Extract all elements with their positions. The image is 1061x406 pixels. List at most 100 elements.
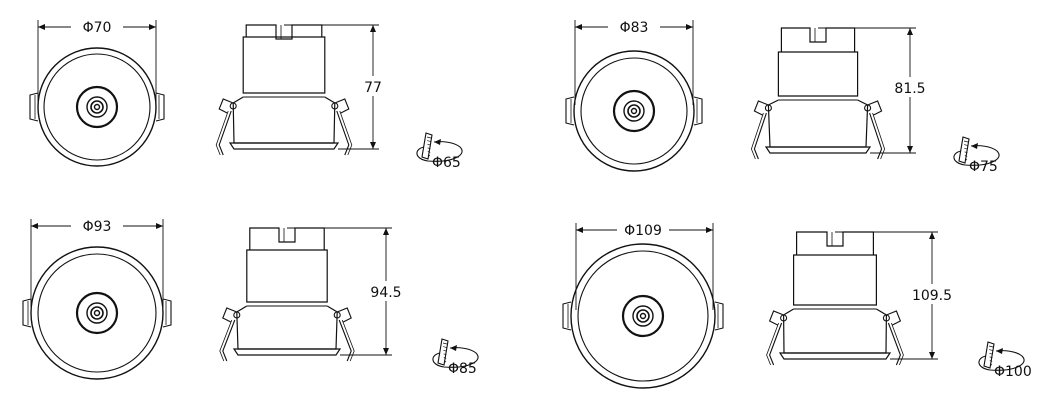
spring-clip <box>714 301 724 331</box>
height-label: 94.5 <box>370 285 401 301</box>
spring-clip <box>693 96 703 126</box>
driver-body <box>246 249 328 303</box>
height-dimension: 77 <box>284 24 382 150</box>
reflector <box>232 96 336 144</box>
reflector <box>767 99 869 148</box>
side-view <box>766 231 904 366</box>
led-core <box>90 306 104 320</box>
clip-arm <box>222 319 236 362</box>
driver-cap <box>796 231 874 255</box>
trim-ring-outer <box>570 243 716 389</box>
clip-spring <box>753 100 769 116</box>
lens-ring <box>612 89 656 133</box>
top-view <box>562 243 724 389</box>
height-dimension: 109.5 <box>835 231 952 360</box>
top-view <box>565 50 703 172</box>
trim-rim <box>764 146 872 154</box>
side-view <box>750 27 886 160</box>
diameter-label: Φ109 <box>624 223 662 239</box>
clip-spring <box>867 100 883 116</box>
cut-arc <box>416 141 463 162</box>
side-view <box>215 24 353 156</box>
led-core <box>90 100 104 114</box>
led-ring <box>86 302 108 324</box>
trim-ring-inner <box>43 53 151 161</box>
diameter-label: Φ70 <box>83 20 112 36</box>
clip-spring <box>334 98 350 114</box>
driver-body <box>793 254 877 306</box>
clip-spring <box>886 310 902 326</box>
spring-clip <box>155 92 165 122</box>
cutout-label: Φ100 <box>994 364 1032 380</box>
clip-spring <box>218 98 234 114</box>
clip-spring <box>768 310 784 326</box>
lens-ring <box>75 291 119 335</box>
trim-rim <box>232 348 342 356</box>
height-dimension: 81.5 <box>818 27 926 154</box>
lens-ring <box>621 294 665 338</box>
led-core <box>636 309 650 323</box>
height-label: 77 <box>364 80 382 96</box>
reflector <box>236 305 338 350</box>
clip-arm <box>753 112 767 160</box>
driver-body <box>242 36 326 94</box>
clip-arm <box>869 112 883 160</box>
clip-spring <box>222 307 238 323</box>
trim-ring-outer <box>37 47 157 167</box>
trim-rim <box>778 352 892 360</box>
diameter-dimension: Φ93 <box>30 219 164 307</box>
led-center <box>93 103 101 111</box>
driver-cap <box>780 27 856 52</box>
led-center <box>630 107 638 115</box>
clip-arm <box>338 319 352 362</box>
driver-body <box>777 51 859 97</box>
height-label: 81.5 <box>894 81 925 97</box>
hole-saw-icon: Φ65 <box>416 132 463 171</box>
diameter-dimension: Φ109 <box>575 223 714 310</box>
height-dimension: 94.5 <box>287 227 402 356</box>
trim-rim <box>228 142 340 150</box>
trim-ring-outer <box>573 50 695 172</box>
cutout-label: Φ85 <box>448 361 477 377</box>
led-center <box>639 312 647 320</box>
hole-saw-icon: Φ75 <box>953 136 1000 175</box>
led-core <box>627 104 641 118</box>
reflector <box>782 308 888 354</box>
spring-clip <box>562 301 572 331</box>
trim-ring-inner <box>37 253 157 373</box>
cutout-label: Φ65 <box>432 155 461 171</box>
lens-ring <box>75 85 119 129</box>
led-ring <box>86 96 108 118</box>
spring-clip <box>29 92 39 122</box>
spring-clip <box>22 298 32 328</box>
hole-saw-icon: Φ100 <box>978 341 1032 380</box>
driver-cap <box>249 227 325 250</box>
led-center <box>93 309 101 317</box>
trim-ring-outer <box>30 246 164 380</box>
diameter-label: Φ83 <box>620 20 649 36</box>
clip-arm <box>769 322 783 366</box>
cutout-label: Φ75 <box>969 159 998 175</box>
spring-clip <box>565 96 575 126</box>
clip-arm <box>218 110 232 156</box>
cut-arc <box>432 347 479 368</box>
led-ring <box>623 100 645 122</box>
cut-arc <box>978 350 1025 371</box>
trim-ring-inner <box>580 57 688 165</box>
diameter-dimension: Φ83 <box>574 20 694 105</box>
cut-arc <box>953 145 1000 166</box>
diameter-dimension: Φ70 <box>37 20 157 101</box>
top-view <box>29 47 165 167</box>
hole-saw-icon: Φ85 <box>432 338 479 377</box>
side-view <box>219 227 355 362</box>
spring-clip <box>162 298 172 328</box>
trim-ring-inner <box>577 250 709 382</box>
led-ring <box>632 305 654 327</box>
height-label: 109.5 <box>912 288 952 304</box>
clip-arm <box>887 322 901 366</box>
